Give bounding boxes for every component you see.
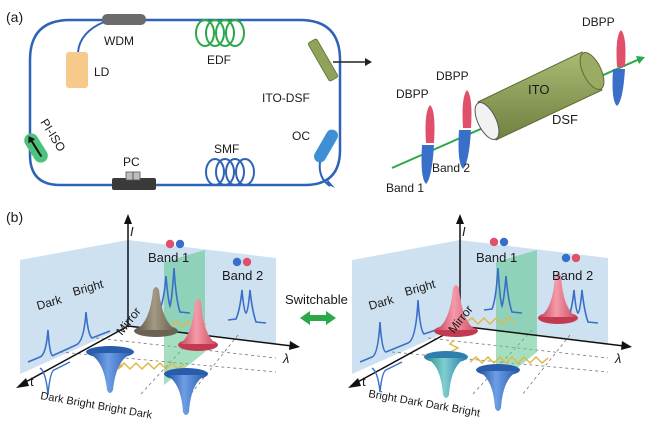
band1-label: Band 1: [386, 181, 424, 195]
oc-output-arrowhead: [326, 180, 335, 188]
wdm-coupler: [102, 14, 146, 25]
right-pink-pulse-2: [538, 273, 578, 324]
fiber-ring: [28, 18, 342, 187]
dbpp-pulse-band1: [421, 105, 435, 184]
left-time-axis: t: [30, 374, 34, 389]
left-mirror-plane: [164, 250, 205, 385]
panel-b-label: (b): [6, 209, 23, 225]
left-band2-dot-blue: [232, 257, 242, 267]
dbpp-pulse-band2: [458, 90, 472, 169]
ito-dsf-cylinder: [474, 51, 605, 141]
dbpp-label-1: DBPP: [396, 87, 429, 101]
left-wavelength-axis: λ: [282, 351, 289, 366]
ito-dsf-element: [307, 38, 339, 82]
right-diagram: [348, 214, 632, 411]
panel-a-label: (a): [6, 9, 23, 25]
left-band1-label: Band 1: [148, 250, 189, 265]
smf-coil-icon: [205, 158, 255, 186]
dsf-label: DSF: [552, 112, 578, 127]
dbpp-pulse-output: [612, 30, 626, 106]
dbpp-label-3: DBPP: [582, 15, 615, 29]
pi-iso-element: [24, 133, 48, 163]
right-intensity-axis: I: [462, 224, 466, 239]
left-spring-bottom: [117, 361, 185, 371]
edf-label: EDF: [207, 53, 231, 67]
left-band2-label: Band 2: [222, 268, 263, 283]
right-band2-dot-red: [571, 253, 581, 263]
left-blue-pulse-1: [86, 346, 134, 393]
oc-label: OC: [292, 129, 310, 143]
left-bottom-labels: Dark Bright Bright Dark: [39, 390, 153, 422]
propagation-arrowhead: [636, 56, 645, 64]
right-time-trace: [359, 299, 443, 363]
right-band2-spectrum: [559, 289, 599, 324]
left-band2-dot-red: [242, 257, 252, 267]
left-blue-pulse-2: [164, 368, 208, 415]
switchable-label: Switchable: [285, 292, 348, 307]
left-time-trace: [27, 311, 111, 363]
dbpp-label-2: DBPP: [436, 69, 469, 83]
right-band1-spectrum: [483, 267, 523, 314]
right-band1-dot-blue: [499, 237, 509, 247]
right-blue-pulse: [476, 364, 520, 411]
right-bottom-labels: Bright Dark Dark Bright: [367, 388, 480, 419]
left-intensity-axis: I: [130, 224, 134, 239]
right-spring-bottom: [469, 355, 549, 365]
ld-source: [66, 52, 88, 88]
ito-label: ITO: [528, 82, 549, 97]
right-floor-trace: [371, 361, 403, 393]
right-band2-label: Band 2: [552, 268, 593, 283]
left-band1-dot-red: [165, 239, 175, 249]
oc-coupler: [314, 129, 338, 163]
ld-fiber: [77, 21, 105, 53]
left-band1-dot-blue: [175, 239, 185, 249]
wdm-label: WDM: [104, 34, 134, 48]
right-time-axis: t: [362, 374, 366, 389]
smf-label: SMF: [214, 142, 239, 156]
right-band1-dot-red: [489, 237, 499, 247]
left-floor-trace: [39, 361, 71, 396]
edf-coil-icon: [195, 19, 245, 47]
left-gray-pulse: [134, 287, 178, 337]
ito-dsf-label: ITO-DSF: [262, 91, 310, 105]
pc-controller-icon: [112, 171, 156, 190]
inset-arrowhead: [365, 58, 372, 66]
left-dark-label: Dark: [35, 292, 64, 313]
left-band1-spectrum: [151, 267, 191, 314]
right-spring-top: [465, 316, 515, 326]
right-dark-label: Dark: [367, 292, 396, 313]
switchable-arrow-icon: [300, 311, 336, 325]
ld-label: LD: [94, 65, 110, 79]
band2-label: Band 2: [432, 161, 470, 175]
left-band2-spectrum: [227, 289, 267, 324]
left-diagram: [16, 214, 300, 415]
right-pink-pulse-1: [434, 285, 478, 337]
right-band2-dot-blue: [561, 253, 571, 263]
right-band1-label: Band 1: [476, 250, 517, 265]
right-teal-pulse: [424, 351, 468, 398]
left-red-pulse: [178, 299, 218, 351]
pc-label: PC: [123, 155, 140, 169]
right-wavelength-axis: λ: [614, 351, 621, 366]
